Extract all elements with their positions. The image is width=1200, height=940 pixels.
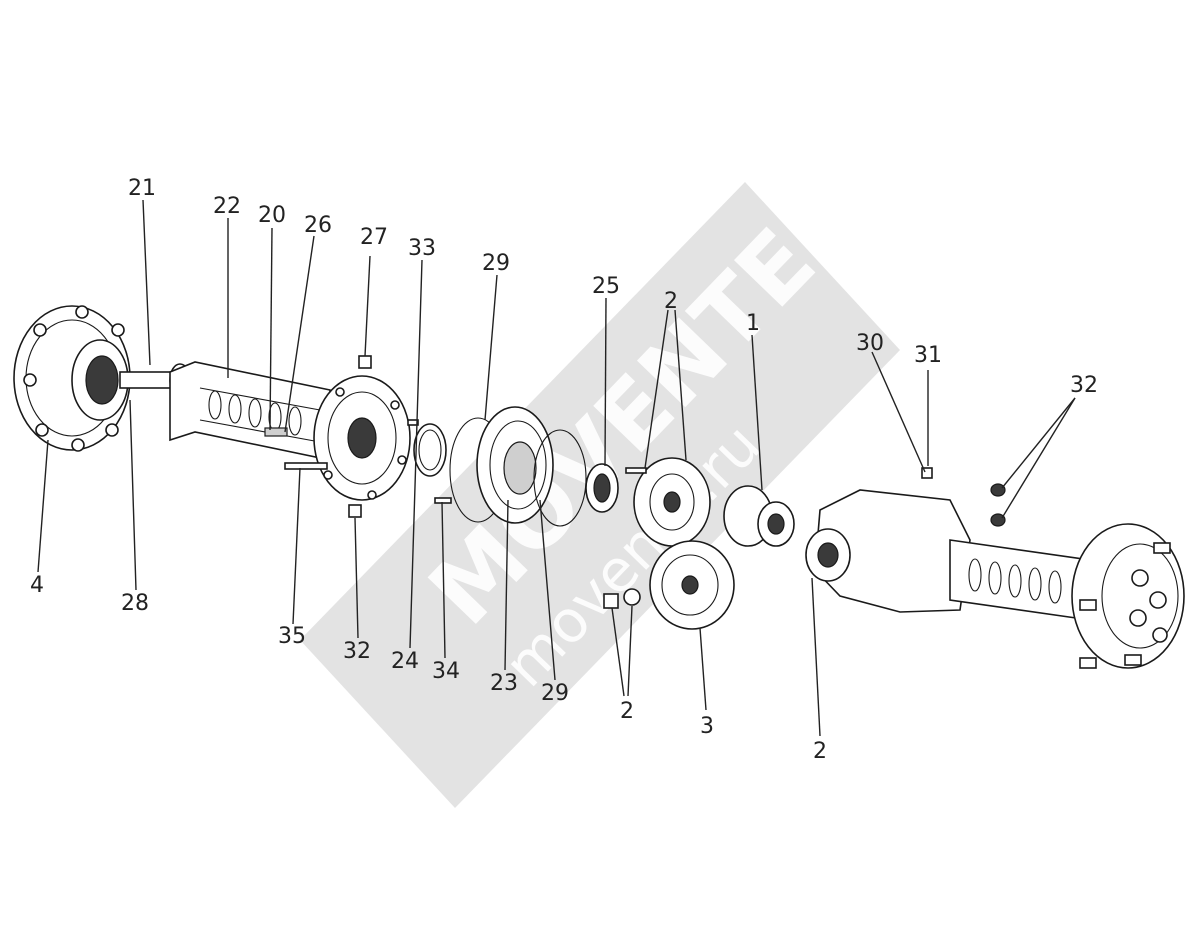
callout-30: 30 (856, 331, 884, 356)
bolt-2-upper (625, 467, 647, 474)
callout-2-top: 2 (664, 289, 678, 314)
differential-1 (723, 485, 795, 547)
callout-29-top: 29 (482, 251, 510, 276)
left-axle-housing (169, 361, 331, 461)
callout-23: 23 (490, 671, 518, 696)
callout-24: 24 (391, 649, 419, 674)
callout-2-bottom-right: 2 (813, 739, 827, 764)
nut-32-lower (990, 513, 1006, 527)
screw-34 (434, 497, 452, 504)
brake-disc (633, 457, 711, 547)
callout-21: 21 (128, 176, 156, 201)
plug-32-lower (348, 504, 362, 518)
housing-flange (313, 375, 411, 501)
callout-2-bottom-left: 2 (620, 699, 634, 724)
leader-lines (37, 199, 1076, 737)
callout-35: 35 (278, 624, 306, 649)
callout-25: 25 (592, 274, 620, 299)
right-axle-housing (805, 489, 1091, 621)
seal-25 (585, 463, 619, 513)
snap-ring-24 (413, 423, 447, 477)
hub-3 (649, 540, 735, 630)
callout-33: 33 (408, 236, 436, 261)
callout-28: 28 (121, 591, 149, 616)
left-wheel-hub (13, 305, 131, 452)
pin-small (407, 419, 419, 426)
nut-washer-2 (603, 588, 641, 609)
plug-31 (921, 467, 933, 479)
callout-26: 26 (304, 213, 332, 238)
nut-32-upper (990, 483, 1006, 497)
callout-31: 31 (914, 343, 942, 368)
callout-20: 20 (258, 203, 286, 228)
plug-27 (358, 355, 372, 369)
callout-32-bottom: 32 (343, 639, 371, 664)
callout-1: 1 (746, 311, 760, 336)
right-wheel-hub (1071, 523, 1185, 669)
callout-4: 4 (30, 573, 44, 598)
callout-32-right: 32 (1070, 373, 1098, 398)
callout-29-bottom: 29 (541, 681, 569, 706)
o-ring-29-right (533, 429, 587, 527)
callout-22: 22 (213, 194, 241, 219)
callout-labels: 21 22 20 26 27 33 29 25 2 1 30 31 32 4 2… (30, 176, 1098, 764)
callout-34: 34 (432, 659, 460, 684)
bolt-35 (284, 462, 328, 470)
callout-3: 3 (700, 714, 714, 739)
callout-27: 27 (360, 225, 388, 250)
carrier-assembly (449, 406, 587, 527)
